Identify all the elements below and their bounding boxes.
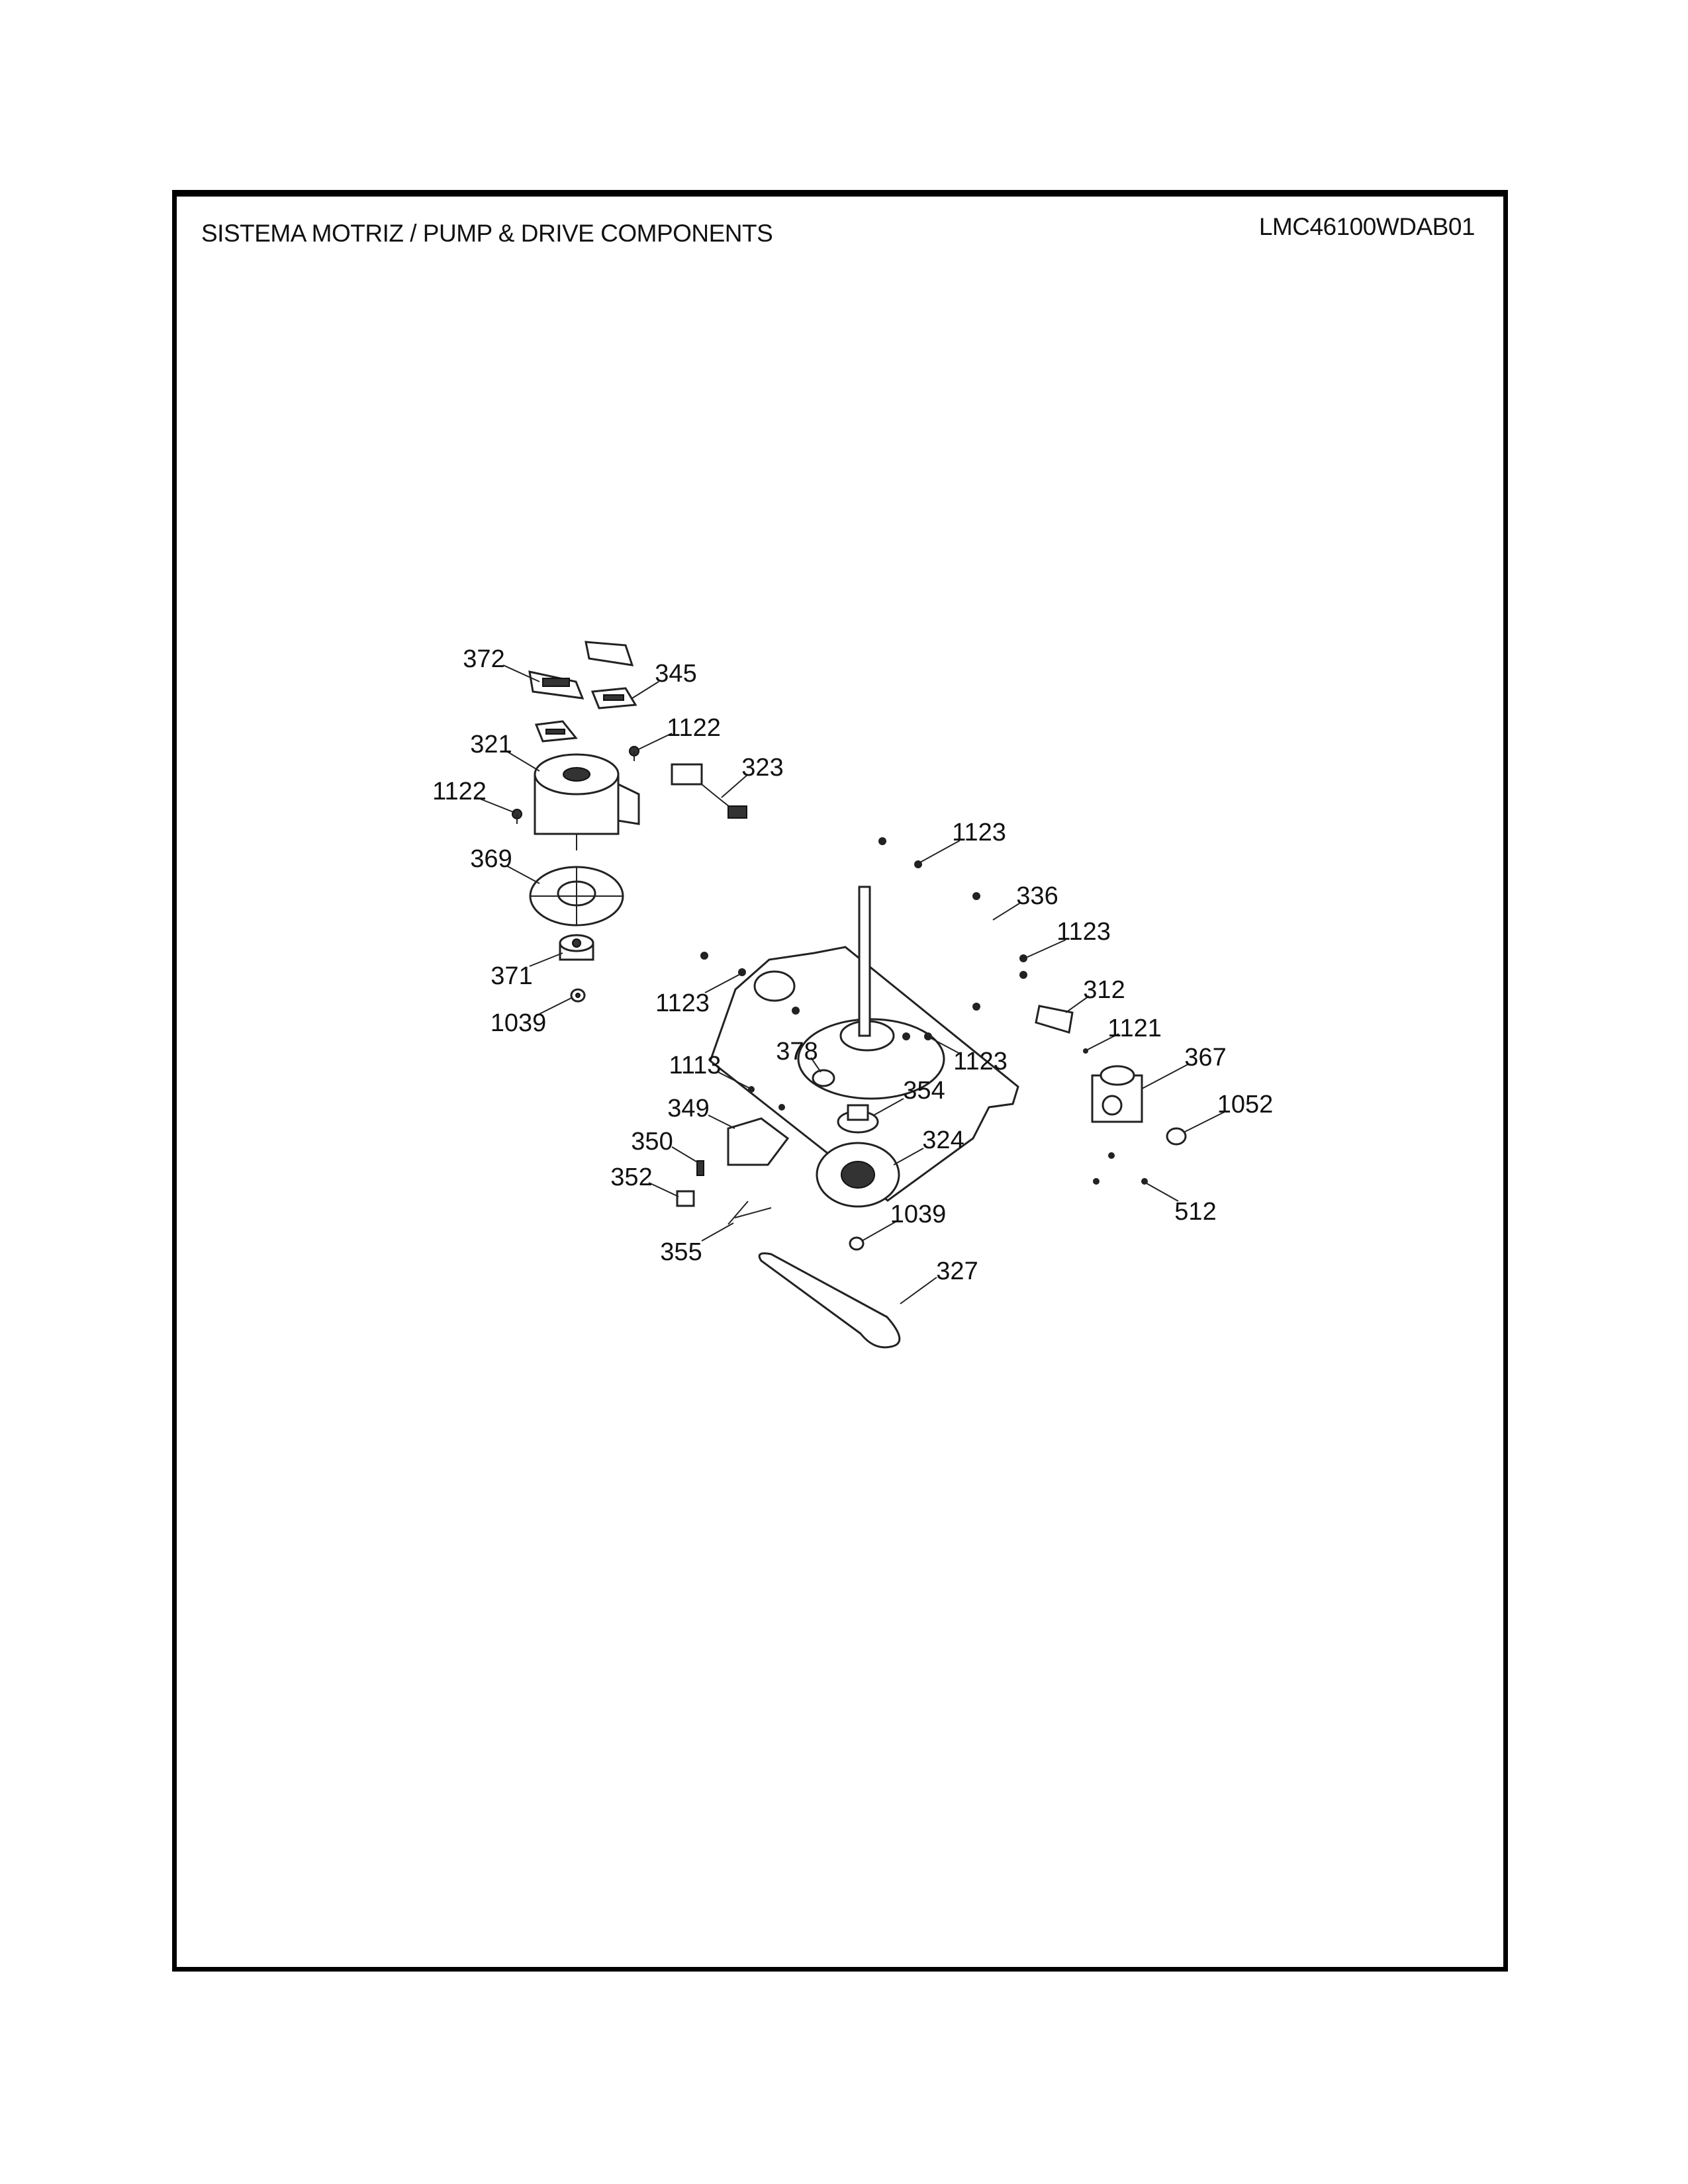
callout-345: 345 <box>655 660 696 688</box>
callout-321: 321 <box>470 731 512 758</box>
callout-labels: 372 345 1122 321 323 1122 1123 369 336 1… <box>432 645 1273 1285</box>
callout-354: 354 <box>903 1077 945 1105</box>
callout-1123: 1123 <box>952 819 1006 846</box>
part-323-wire-harness <box>671 763 747 819</box>
callout-1052: 1052 <box>1217 1091 1274 1118</box>
part-1039-nut <box>570 988 586 1003</box>
screw-1121 <box>1083 1048 1088 1054</box>
callout-1122: 1122 <box>667 714 721 742</box>
screw-1122 <box>512 809 522 824</box>
callout-1123: 1123 <box>655 989 710 1017</box>
callout-1122: 1122 <box>432 778 487 805</box>
part-354-gear <box>837 1104 879 1134</box>
callout-312: 312 <box>1083 976 1125 1004</box>
callout-512: 512 <box>1174 1198 1216 1226</box>
callout-378: 378 <box>776 1038 818 1066</box>
part-327-drive-belt <box>758 1252 901 1349</box>
callout-349: 349 <box>667 1095 709 1122</box>
callout-371: 371 <box>491 962 532 990</box>
callout-327: 327 <box>936 1257 978 1285</box>
part-324-drive-pulley <box>816 1142 900 1208</box>
part-371-motor-pulley <box>559 934 594 961</box>
callout-1123: 1123 <box>1056 918 1111 946</box>
callout-1113: 1113 <box>669 1052 722 1079</box>
part-378-ring <box>812 1069 835 1087</box>
part-352-block <box>676 1190 695 1207</box>
callout-372: 372 <box>463 645 504 673</box>
part-349-actuator-bracket <box>727 1117 790 1166</box>
callout-1039: 1039 <box>491 1009 547 1037</box>
screws-1113 <box>748 1086 785 1111</box>
callout-1123: 1123 <box>953 1048 1008 1075</box>
callout-324: 324 <box>922 1126 964 1154</box>
part-321-motor <box>534 753 640 850</box>
part-1039-nut <box>849 1236 865 1251</box>
callout-355: 355 <box>660 1238 702 1266</box>
callout-369: 369 <box>470 845 512 873</box>
callout-1121: 1121 <box>1107 1015 1162 1042</box>
screws-1123 <box>700 837 1027 1040</box>
part-367-drain-pump <box>1091 1065 1143 1123</box>
part-355-shift-fork <box>727 1201 772 1225</box>
diagram-frame <box>172 190 1508 1972</box>
callout-367: 367 <box>1184 1044 1226 1071</box>
part-312-capacitor <box>1035 1005 1074 1034</box>
screws-512 <box>1093 1152 1148 1185</box>
part-1052-hose-clamp <box>1166 1127 1187 1146</box>
page-title: SISTEMA MOTRIZ / PUMP & DRIVE COMPONENTS <box>201 220 773 247</box>
callout-352: 352 <box>610 1163 652 1191</box>
callout-336: 336 <box>1016 882 1058 910</box>
part-345-bracket <box>534 641 637 743</box>
part-372-motor-bracket <box>528 670 585 700</box>
model-number: LMC46100WDAB01 <box>1258 213 1476 240</box>
screw-1122 <box>629 746 639 761</box>
leader-lines <box>476 664 1225 1304</box>
callout-323: 323 <box>741 754 783 782</box>
callout-350: 350 <box>631 1128 673 1156</box>
part-369-fan <box>529 866 624 927</box>
part-350-spring <box>696 1160 704 1176</box>
callout-1039: 1039 <box>890 1201 947 1228</box>
